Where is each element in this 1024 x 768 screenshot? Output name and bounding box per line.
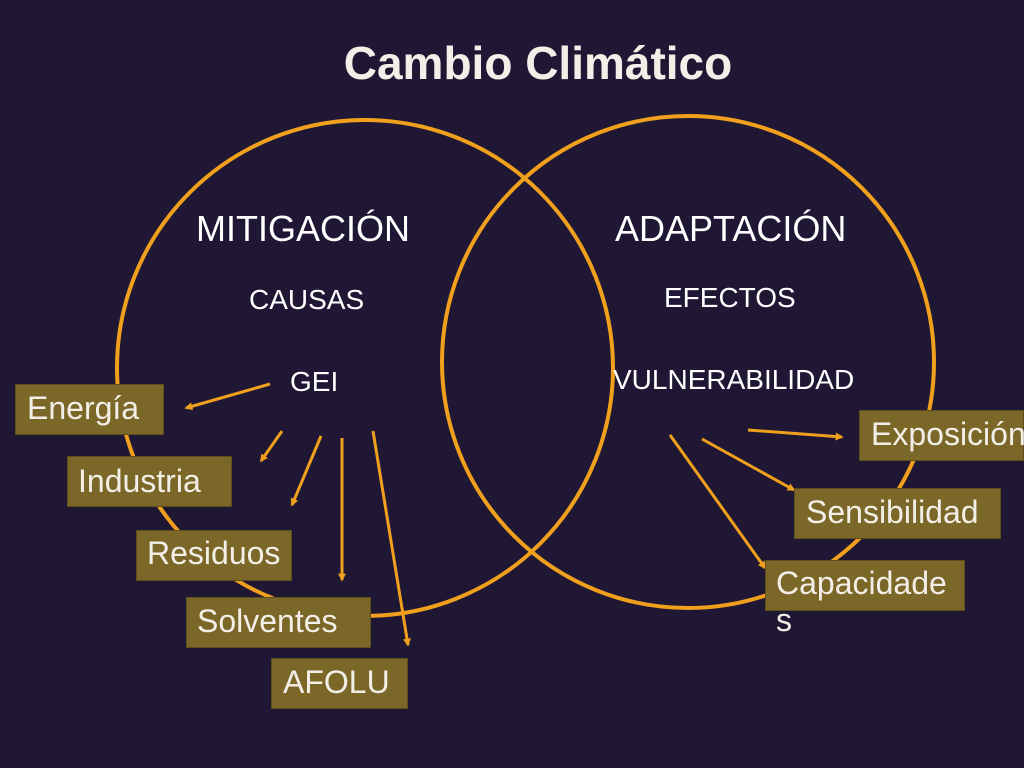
source-label-solventes: Solventes	[197, 603, 338, 639]
component-box-exposicion	[859, 410, 1024, 461]
component-label-exposicion: Exposición	[871, 416, 1024, 452]
source-box-afolu	[271, 658, 408, 709]
component-box-capacidades	[765, 560, 965, 611]
source-box-energia	[15, 384, 164, 435]
mitigation-heading: MITIGACIÓN	[196, 208, 410, 249]
slide-title: Cambio Climático	[343, 37, 733, 89]
source-label-residuos: Residuos	[147, 535, 281, 571]
causes-label: CAUSAS	[249, 284, 365, 315]
ghg-label: GEI	[290, 366, 339, 397]
ghg-arrows	[184, 382, 411, 647]
arrow-to-sensibilidad	[701, 437, 796, 492]
adaptation-circle	[440, 114, 936, 610]
source-label-energia: Energía	[27, 390, 140, 426]
source-box-industria	[67, 456, 232, 507]
arrow-to-energia	[184, 382, 271, 411]
adaptation-heading: ADAPTACIÓN	[615, 208, 847, 249]
vulnerability-label: VULNERABILIDAD	[613, 364, 855, 395]
component-box-sensibilidad	[794, 488, 1001, 539]
effects-label: EFECTOS	[664, 282, 796, 313]
source-label-afolu: AFOLU	[283, 664, 390, 700]
arrow-to-exposicion	[747, 428, 844, 441]
arrow-to-industria	[259, 430, 284, 463]
arrow-to-residuos	[290, 435, 323, 507]
vulnerability-arrows	[668, 428, 844, 570]
component-label-capacidades: Capacidades	[776, 565, 947, 638]
source-box-solventes	[186, 597, 371, 648]
source-label-industria: Industria	[78, 463, 201, 499]
arrow-to-capacidades	[668, 434, 767, 570]
source-box-residuos	[136, 530, 292, 581]
arrow-to-afolu	[371, 430, 411, 647]
component-label-sensibilidad: Sensibilidad	[806, 494, 979, 530]
